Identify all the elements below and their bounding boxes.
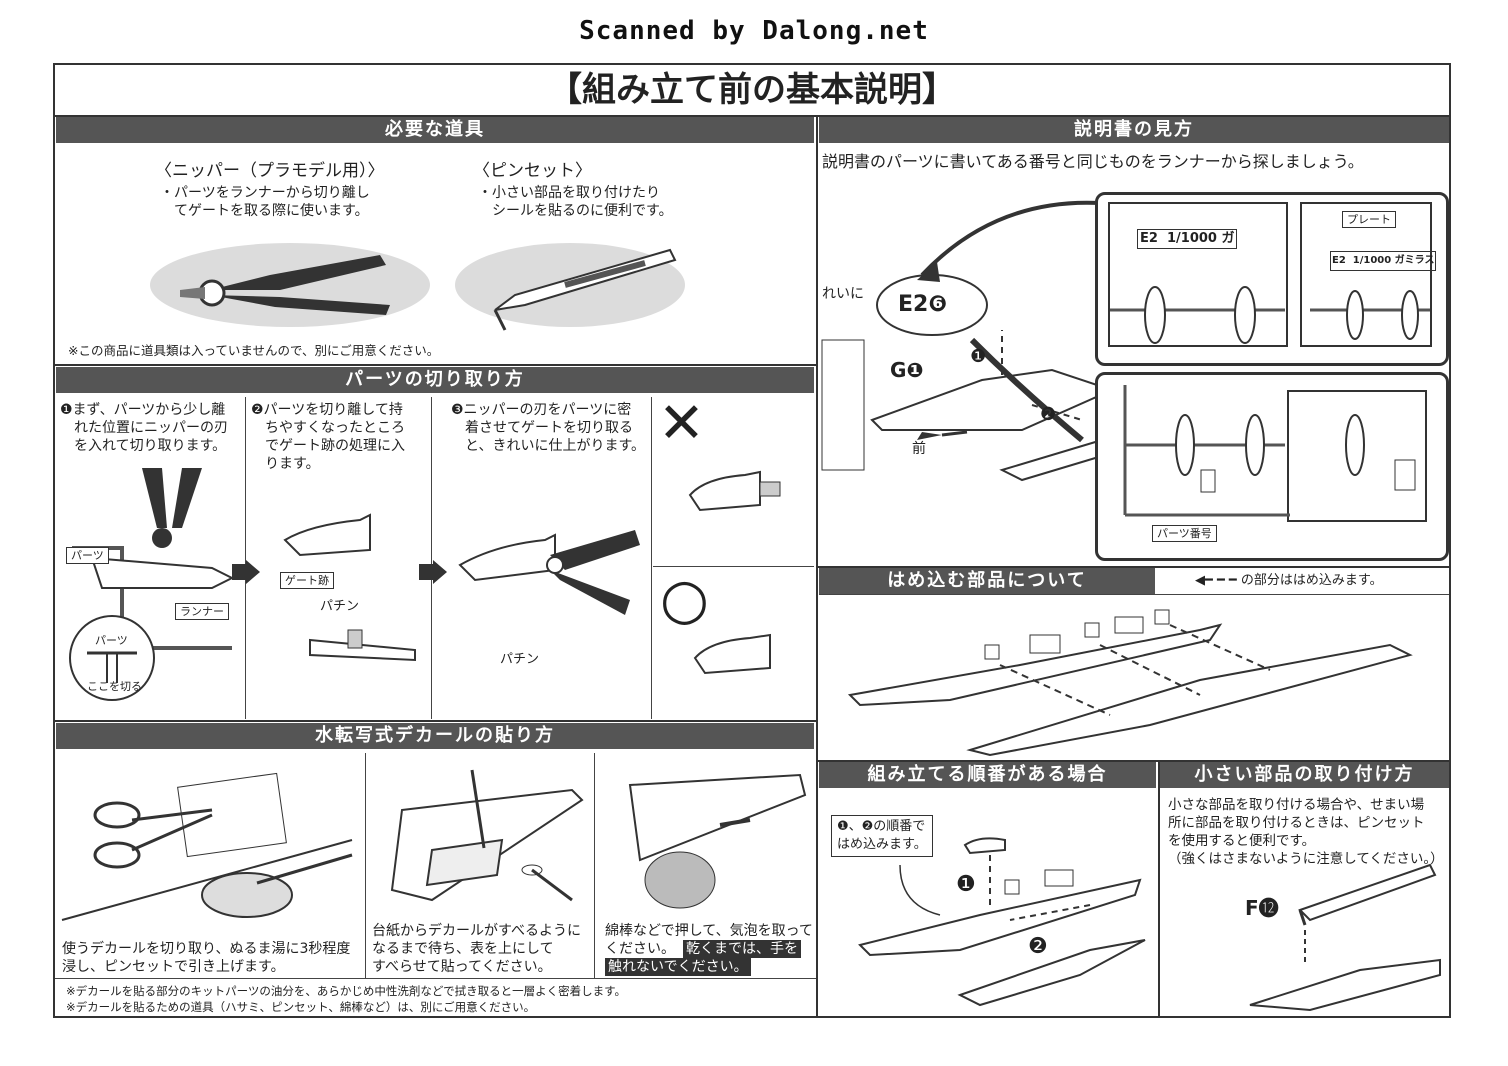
cutting-header: パーツの切り取り方 bbox=[56, 367, 814, 393]
decal-cut-illustration bbox=[61, 772, 353, 921]
plate-text-2: E2 1/1000 ガミラス bbox=[1330, 251, 1437, 271]
small-tweezers-illustration bbox=[1249, 863, 1441, 1012]
nipper-name: 〈ニッパー（プラモデル用）〉 bbox=[155, 161, 385, 181]
label-parts: パーツ bbox=[66, 547, 109, 564]
fitting-header-underline bbox=[819, 594, 1449, 595]
decal-step3a: 綿棒などで押して、気泡を取って ください。 bbox=[605, 923, 813, 957]
label-snap-2: パチン bbox=[500, 652, 540, 667]
decal-note-2: ※デカールを貼るための道具（ハサミ、ピンセット、綿棒など）は、別にご用意ください… bbox=[66, 1000, 536, 1014]
manual-desc: 説明書のパーツに書いてある番号と同じものをランナーから探しましょう。 bbox=[822, 152, 1364, 171]
column-divider bbox=[816, 117, 818, 1017]
decal-step3c: 触れないでください。 bbox=[605, 958, 751, 976]
fitting-header: はめ込む部品について bbox=[819, 568, 1155, 594]
decal-step1: 使うデカールを切り取り、ぬるま湯に3秒程度 浸し、ピンセットで引き上げます。 bbox=[62, 941, 351, 975]
tweezers-illustration bbox=[455, 243, 685, 331]
decal-header: 水転写式デカールの貼り方 bbox=[56, 723, 814, 749]
cutting-divider bbox=[55, 720, 816, 722]
decal-slide-illustration bbox=[390, 769, 584, 902]
small-header: 小さい部品の取り付け方 bbox=[1160, 762, 1449, 788]
decal-press-illustration bbox=[628, 773, 807, 909]
right-mark: ○ bbox=[660, 567, 709, 632]
wrong-part-illustration bbox=[688, 470, 781, 512]
step-divider-1 bbox=[245, 397, 246, 719]
order-header: 組み立てる順番がある場合 bbox=[819, 762, 1156, 788]
order-small-divider bbox=[1158, 762, 1160, 1017]
cutting-step2: ❷パーツを切り離して持 ちやすくなったところ でゲート跡の処理に入 ります。 bbox=[251, 402, 405, 472]
decal-step2: 台紙からデカールがすべるように なるまで待ち、表を上にして すべらせて貼ってくだ… bbox=[372, 923, 582, 975]
manual-num-2: ❷ bbox=[1040, 404, 1057, 425]
small-part-label: F⓬ bbox=[1245, 896, 1279, 920]
step-divider-3 bbox=[651, 397, 652, 719]
order-num-1: ❶ bbox=[956, 872, 976, 897]
nipper-illustration bbox=[150, 243, 430, 327]
page-title: 【組み立て前の基本説明】 bbox=[548, 70, 956, 110]
manual-g1: G❶ bbox=[890, 358, 924, 382]
manual-callout: E2❻ bbox=[898, 292, 947, 317]
scan-credit: Scanned by Dalong.net bbox=[579, 16, 929, 46]
manual-ship-illustration bbox=[821, 200, 1125, 482]
decal-divider-2 bbox=[594, 753, 595, 978]
decal-notes-divider bbox=[55, 978, 816, 979]
tweezers-desc: ・小さい部品を取り付けたり シールを貼るのに便利です。 bbox=[478, 185, 673, 219]
order-note: ❶、❷の順番で はめ込みます。 bbox=[831, 815, 933, 857]
step2-illustration bbox=[283, 513, 416, 662]
decal-step3b: 乾くまでは、手を bbox=[683, 940, 801, 958]
label-cut-here: ここを切る bbox=[87, 680, 142, 693]
fitting-illustration bbox=[847, 609, 1413, 757]
label-runner: ランナー bbox=[175, 603, 229, 620]
fitting-legend: ◀━ ━ ━ の部分ははめ込みます。 bbox=[1195, 573, 1383, 588]
plate-zoom-left bbox=[1108, 202, 1288, 347]
tools-header: 必要な道具 bbox=[56, 117, 814, 143]
page-frame bbox=[53, 63, 1451, 1018]
decal-divider-1 bbox=[365, 753, 366, 978]
nipper-desc: ・パーツをランナーから切り離し てゲートを取る際に使います。 bbox=[160, 185, 370, 219]
plate-label: プレート bbox=[1342, 211, 1396, 228]
tweezers-name: 〈ピンセット〉 bbox=[473, 161, 592, 181]
cutting-step3: ❸ニッパーの刃をパーツに密 着させてゲートを切り取る と、きれいに仕上がります。 bbox=[451, 402, 646, 454]
right-part-illustration bbox=[693, 633, 771, 675]
plate-runner-illustration bbox=[1110, 286, 1430, 344]
decal-note-1: ※デカールを貼る部分のキットパーツの油分を、あらかじめ中性洗剤などで拭き取ると一… bbox=[66, 984, 627, 998]
manual-left-fragment: れいに bbox=[822, 286, 864, 302]
order-num-2: ❷ bbox=[1028, 934, 1048, 959]
step3-illustration bbox=[458, 530, 640, 615]
small-desc: 小さな部品を取り付ける場合や、せまい場 所に部品を取り付けるときは、ピンセット … bbox=[1168, 797, 1444, 867]
manual-num-1: ❶ bbox=[970, 346, 987, 367]
cutting-step1: ❶まず、パーツから少し離 れた位置にニッパーの刃 を入れて切り取ります。 bbox=[60, 402, 228, 454]
step1-illustration bbox=[69, 468, 235, 701]
title-divider bbox=[55, 115, 1449, 117]
order-illustration bbox=[858, 837, 1146, 1007]
part-number-label: パーツ番号 bbox=[1152, 525, 1217, 542]
label-parts-zoom: パーツ bbox=[95, 634, 128, 647]
wrong-right-divider bbox=[653, 566, 814, 567]
wrong-mark: ✕ bbox=[658, 391, 705, 456]
manual-front: 前 bbox=[912, 441, 926, 457]
label-snap-1: パチン bbox=[320, 599, 360, 614]
tools-divider bbox=[55, 364, 816, 366]
label-gate-mark: ゲート跡 bbox=[280, 572, 334, 589]
part-number-zoom-right bbox=[1287, 390, 1427, 522]
manual-header: 説明書の見方 bbox=[819, 117, 1449, 143]
tools-note: ※この商品に道具類は入っていませんので、別にご用意ください。 bbox=[68, 343, 440, 358]
plate-zoom-right bbox=[1300, 202, 1432, 347]
manual-divider bbox=[818, 566, 1449, 568]
arrow-icon-2 bbox=[419, 560, 447, 584]
step-divider-2 bbox=[431, 397, 432, 719]
part-number-illustration bbox=[1123, 385, 1416, 517]
plate-text-1: E2 1/1000 ガ bbox=[1137, 229, 1238, 249]
fitting-divider bbox=[818, 760, 1449, 762]
arrow-icon-1 bbox=[232, 560, 260, 584]
